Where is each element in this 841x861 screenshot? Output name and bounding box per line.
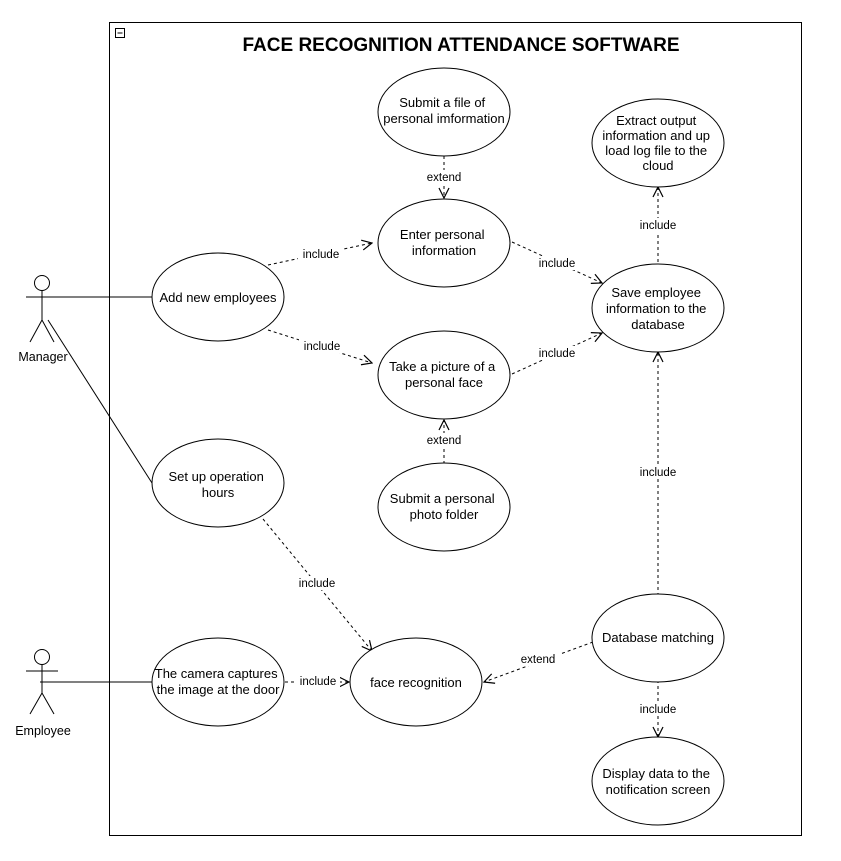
label-submitfile-enter: extend <box>422 170 466 184</box>
use-case-database-matching[interactable]: Database matching <box>591 593 725 683</box>
employee-stick-figure-icon <box>26 649 58 715</box>
label-submitphoto-take: extend <box>422 433 466 447</box>
svg-text:include: include <box>640 220 676 232</box>
use-case-display-data[interactable]: Display data to the notification screen <box>591 736 725 826</box>
svg-text:include: include <box>299 578 335 590</box>
svg-text:Set up operation hours: Set up operation hours <box>168 469 267 500</box>
label-dbmatch-save: include <box>635 465 681 479</box>
use-case-save-employee-info[interactable]: Save employee information to the databas… <box>591 263 725 353</box>
use-case-submit-file[interactable]: Submit a file of personal imformation <box>377 67 511 157</box>
actor-employee-label: Employee <box>15 724 71 738</box>
svg-text:extend: extend <box>521 654 556 666</box>
use-case-take-picture[interactable]: Take a picture of a personal face <box>377 330 511 420</box>
diagram-title: FACE RECOGNITION ATTENDANCE SOFTWARE <box>243 35 680 56</box>
use-case-submit-photo-folder[interactable]: Submit a personal photo folder <box>377 462 511 552</box>
svg-text:include: include <box>300 676 336 688</box>
svg-text:Add new employees: Add new employees <box>159 290 277 305</box>
label-setup-face: include <box>294 576 340 590</box>
edge-dbmatch-to-face <box>484 641 594 682</box>
use-case-face-recognition[interactable]: face recognition <box>349 637 483 727</box>
label-add-enter: include <box>298 247 344 261</box>
svg-text:Save employee informatio: Save employee information to the databas… <box>606 285 710 332</box>
use-case-extract-output[interactable]: Extract output information and up load l… <box>591 98 725 188</box>
svg-text:Submit a file of persona: Submit a file of personal imformation <box>383 95 504 126</box>
svg-text:Enter personal informati: Enter personal information <box>400 227 488 258</box>
minus-box-icon[interactable] <box>115 28 125 38</box>
manager-stick-figure-icon <box>26 275 58 343</box>
svg-text:include: include <box>304 341 340 353</box>
svg-text:Take a picture of a pers: Take a picture of a personal face <box>389 359 499 390</box>
use-case-enter-personal-info[interactable]: Enter personal information <box>377 198 511 288</box>
svg-text:extend: extend <box>427 435 462 447</box>
svg-text:extend: extend <box>427 172 462 184</box>
association-manager-setup-hours <box>47 319 153 484</box>
label-dbmatch-display: include <box>635 702 681 716</box>
use-case-add-new-employees[interactable]: Add new employees <box>151 252 285 342</box>
label-save-extract: include <box>635 218 681 232</box>
svg-text:include: include <box>539 258 575 270</box>
label-dbmatch-face: extend <box>516 652 560 666</box>
svg-text:include: include <box>539 348 575 360</box>
actor-manager-label: Manager <box>18 350 67 364</box>
svg-text:Database matching: Database matching <box>602 630 714 645</box>
svg-text:Submit a personal photo: Submit a personal photo folder <box>390 491 498 522</box>
svg-text:face recognition: face recognition <box>370 675 462 690</box>
actor-employee[interactable]: Employee <box>15 649 71 739</box>
svg-text:Extract output informati: Extract output information and up load l… <box>602 113 713 173</box>
actor-manager[interactable]: Manager <box>18 275 68 365</box>
svg-text:The camera captures the: The camera captures the image at the doo… <box>155 666 281 697</box>
label-take-save: include <box>534 346 580 360</box>
svg-text:include: include <box>640 704 676 716</box>
label-add-take: include <box>299 339 345 353</box>
use-case-setup-operation-hours[interactable]: Set up operation hours <box>151 438 285 528</box>
svg-text:include: include <box>303 249 339 261</box>
label-camera-face: include <box>296 674 340 688</box>
svg-text:Display data to the noti: Display data to the notification screen <box>602 766 713 797</box>
svg-text:include: include <box>640 467 676 479</box>
use-case-camera-captures[interactable]: The camera captures the image at the doo… <box>151 637 285 727</box>
label-enter-save: include <box>534 256 580 270</box>
